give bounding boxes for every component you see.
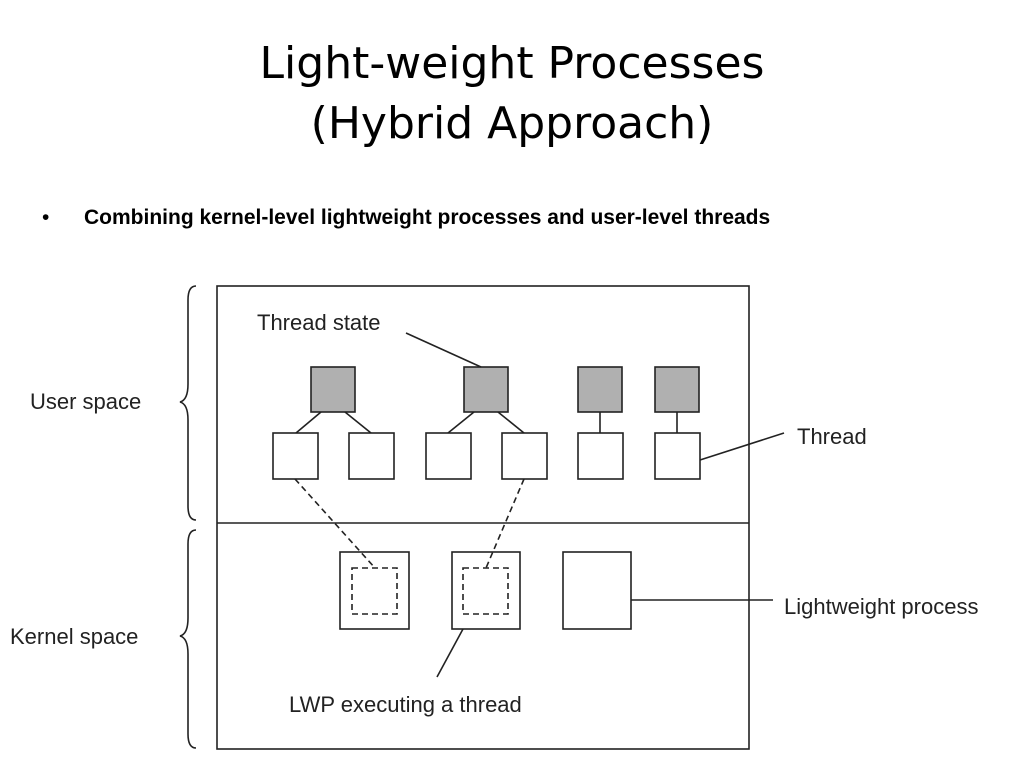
thread-leader [699,432,785,461]
lwp-executing-leader [436,628,464,678]
diagram-frame [216,285,750,750]
kernel-space-label: Kernel space [10,624,138,649]
thread-box [654,432,701,480]
title-line-2: (Hybrid Approach) [310,98,714,149]
title-line-1: Light-weight Processes [259,38,765,89]
thread-box [272,432,319,480]
thread-box [425,432,472,480]
thread-state-box [463,366,509,413]
thread-state-box [577,366,623,413]
lwp-box [562,551,632,630]
thread-state-leader [405,332,482,368]
thread-state-box [654,366,700,413]
lwp-thread-context [462,567,509,615]
thread-lwp-mapping [485,478,525,569]
user-space-brace [179,285,197,521]
thread-label: Thread [797,424,867,449]
lwp-box [451,551,521,630]
lwp-thread-context [351,567,398,615]
state-thread-connector [497,411,525,434]
thread-state-box [310,366,356,413]
state-thread-connector [344,411,372,434]
thread-box [501,432,548,480]
bullet-item: • Combining kernel-level lightweight proc… [42,206,770,230]
kernel-space-brace [179,529,197,749]
lightweight-process-label: Lightweight process [784,594,978,619]
lwp-executing-label: LWP executing a thread [289,692,522,717]
thread-state-label: Thread state [257,310,381,335]
thread-box [348,432,395,480]
bullet-text: Combining kernel-level lightweight proce… [84,206,771,229]
slide-title: Light-weight Processes (Hybrid Approach) [0,34,1024,154]
thread-box [577,432,624,480]
lwp-box [339,551,410,630]
user-space-label: User space [30,389,141,414]
bullet-dot-icon: • [42,206,50,229]
state-thread-connector [295,411,322,434]
state-thread-connector [447,411,475,434]
